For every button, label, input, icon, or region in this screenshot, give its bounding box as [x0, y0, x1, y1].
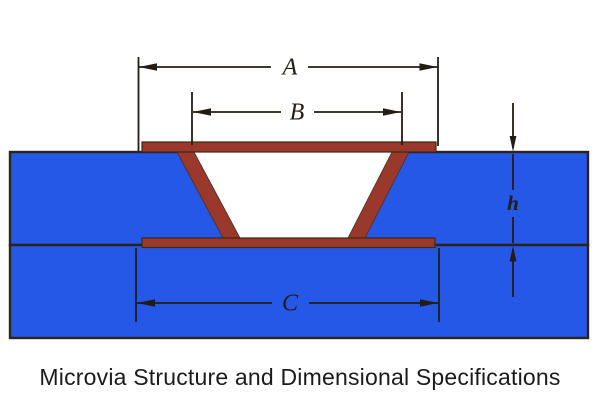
dimension-h: h	[507, 103, 519, 297]
substrate-bottom-layer	[8, 243, 590, 340]
dim-b-arrow-right	[383, 108, 401, 116]
dim-b-arrow-left	[193, 108, 211, 116]
microvia-diagram: A B C h	[8, 55, 590, 340]
dimension-a: A	[137, 55, 439, 151]
dimension-b: B	[191, 92, 403, 145]
dim-a-arrow-right	[419, 63, 438, 71]
capture-pad-top	[141, 141, 437, 153]
dim-b-label: B	[290, 100, 305, 126]
dim-c-arrow-left	[137, 299, 155, 307]
diagram-caption: Microvia Structure and Dimensional Speci…	[39, 364, 561, 390]
dim-h-label: h	[507, 191, 519, 215]
dim-a-label: A	[281, 55, 298, 81]
dimension-c: C	[135, 248, 440, 322]
dim-h-arrow-down	[509, 136, 517, 152]
dim-a-arrow-left	[139, 63, 157, 71]
dim-c-label: C	[282, 291, 299, 317]
dim-c-arrow-right	[420, 299, 438, 307]
via-cavity	[177, 152, 409, 238]
target-pad-bottom	[141, 237, 436, 249]
